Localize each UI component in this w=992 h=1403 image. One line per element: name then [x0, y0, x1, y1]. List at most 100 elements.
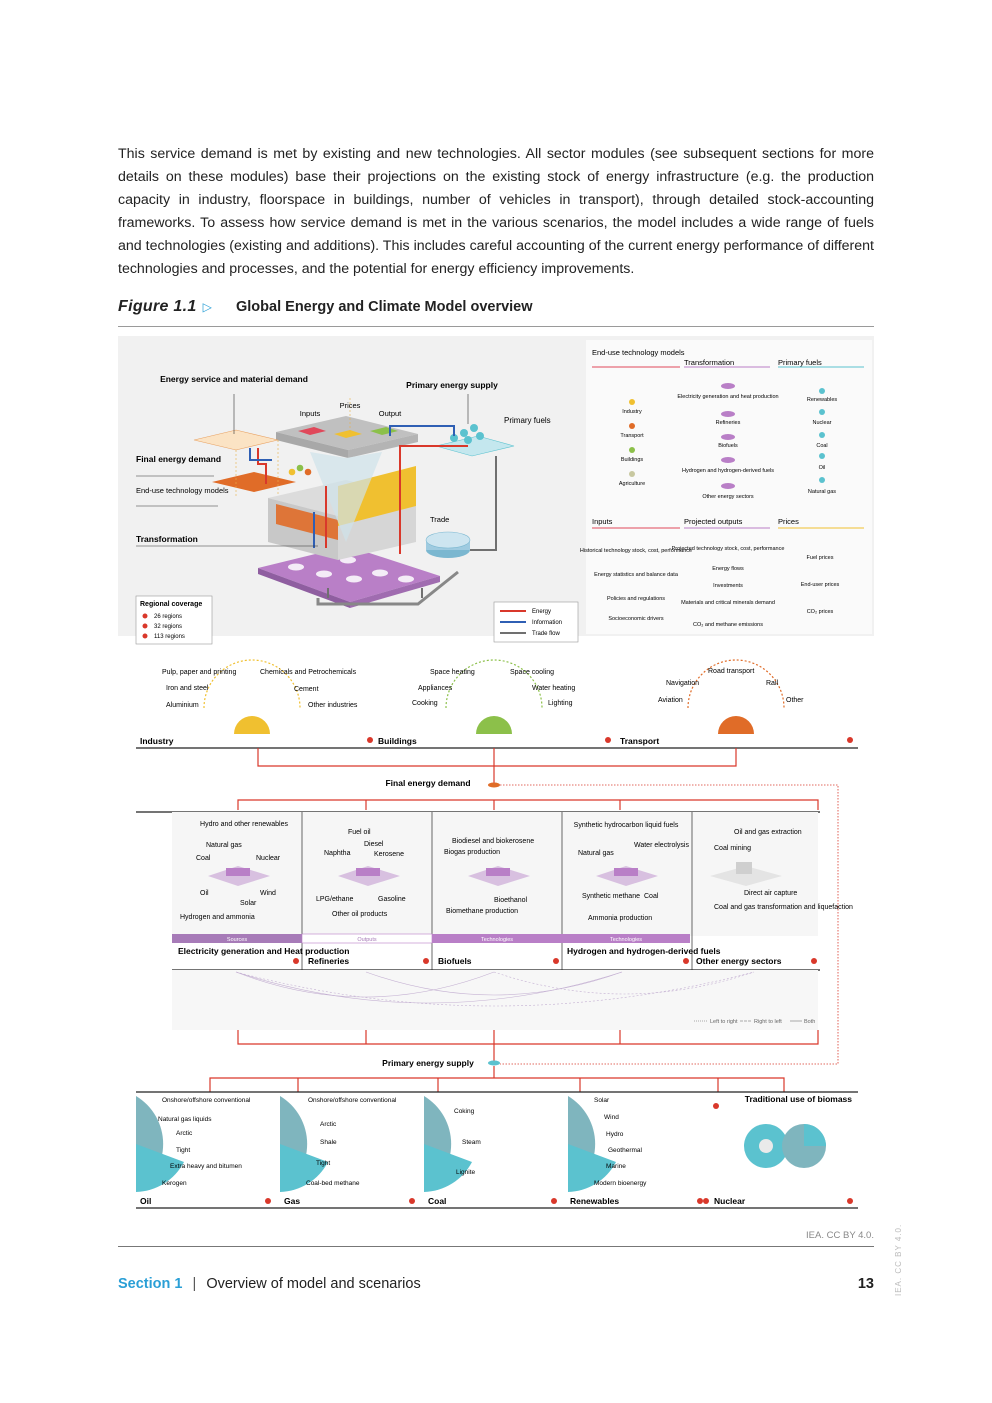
- svg-text:Electricity generation and Hea: Electricity generation and Heat producti…: [178, 946, 349, 956]
- svg-text:Natural gas: Natural gas: [206, 842, 242, 849]
- svg-text:Technologies: Technologies: [481, 937, 513, 943]
- primary-nuclear: Nuclear: [703, 1196, 853, 1206]
- svg-text:Traditional use of biomass: Traditional use of biomass: [745, 1094, 852, 1104]
- svg-text:Nuclear: Nuclear: [256, 855, 281, 862]
- svg-text:Water heating: Water heating: [532, 685, 575, 692]
- transformation-platform: [258, 546, 440, 602]
- flow-direction-legend: Left to right Right to left Both: [694, 1019, 815, 1025]
- svg-text:Lignite: Lignite: [456, 1169, 476, 1176]
- figure-top-rule: [118, 326, 874, 327]
- legend-prices: Prices Fuel prices End-user prices CO₂ p…: [778, 517, 864, 615]
- model-overview-diagram: Energy service and material demand Prima…: [118, 336, 874, 1209]
- footer-section: Section 1: [118, 1276, 183, 1292]
- figure-title: Figure 1.1 ▷ Global Energy and Climate M…: [118, 298, 874, 322]
- output-label: Output: [379, 409, 402, 418]
- svg-text:Rail: Rail: [766, 680, 779, 687]
- trade-cylinder: [425, 531, 471, 549]
- prices-label: Prices: [340, 401, 361, 410]
- svg-text:Coal and gas transformation an: Coal and gas transformation and liquefac…: [714, 904, 853, 911]
- svg-text:Oil: Oil: [140, 1196, 151, 1206]
- legend-end-use: End-use technology models Industry Trans…: [592, 348, 685, 487]
- legend-inputs: Inputs Historical technology stock, cost…: [580, 517, 692, 622]
- svg-text:Other oil products: Other oil products: [332, 911, 388, 918]
- module-electricity: Hydro and other renewables Natural gas C…: [178, 821, 349, 964]
- svg-text:Wind: Wind: [260, 890, 276, 897]
- svg-text:LPG/ethane: LPG/ethane: [316, 896, 353, 903]
- svg-text:Information: Information: [532, 620, 562, 626]
- price-funnel: [310, 452, 382, 542]
- svg-text:Water electrolysis: Water electrolysis: [634, 842, 689, 849]
- module-other-energy: Oil and gas extraction Coal mining Direc…: [696, 829, 853, 966]
- primary-oil: Onshore/offshore conventional Natural ga…: [136, 1096, 271, 1206]
- svg-text:Biofuels: Biofuels: [718, 443, 738, 449]
- svg-text:Socioeconomic drivers: Socioeconomic drivers: [608, 616, 664, 622]
- primary-biomass: Traditional use of biomass: [713, 1094, 852, 1168]
- svg-text:Gasoline: Gasoline: [378, 896, 406, 903]
- svg-text:Geothermal: Geothermal: [608, 1147, 643, 1154]
- svg-text:Agriculture: Agriculture: [619, 481, 645, 487]
- svg-text:Hydrogen and hydrogen-derived: Hydrogen and hydrogen-derived fuels: [567, 946, 721, 956]
- primary-supply-label: Primary energy supply: [406, 380, 498, 390]
- end-use-layer: [276, 504, 338, 540]
- inputs-label: Inputs: [300, 409, 321, 418]
- svg-text:Biofuels: Biofuels: [438, 956, 472, 966]
- svg-text:Hydrogen and hydrogen-derived: Hydrogen and hydrogen-derived fuels: [682, 468, 774, 474]
- svg-text:Industry: Industry: [140, 736, 174, 746]
- sector-industry: Pulp, paper and printing Chemicals and P…: [140, 659, 373, 746]
- svg-text:Synthetic methane: Synthetic methane: [582, 893, 640, 900]
- primary-fuels-label: Primary fuels: [504, 416, 551, 425]
- svg-text:Renewables: Renewables: [570, 1196, 619, 1206]
- svg-text:Kerosene: Kerosene: [374, 851, 404, 858]
- page-number: 13: [857, 1276, 874, 1292]
- svg-text:Tight: Tight: [316, 1160, 330, 1167]
- svg-text:Other energy sectors: Other energy sectors: [702, 494, 754, 500]
- svg-text:Solar: Solar: [594, 1097, 610, 1104]
- svg-text:Other energy sectors: Other energy sectors: [696, 956, 782, 966]
- svg-text:Onshore/offshore conventional: Onshore/offshore conventional: [308, 1097, 397, 1104]
- final-energy-demand-label: Final energy demand: [385, 778, 470, 788]
- svg-text:Space cooling: Space cooling: [510, 669, 554, 676]
- page-footer: Section 1 | Overview of model and scenar…: [118, 1276, 874, 1292]
- svg-text:Energy statistics and balance: Energy statistics and balance data: [594, 572, 679, 578]
- svg-text:Projected outputs: Projected outputs: [684, 517, 743, 526]
- svg-text:Coal: Coal: [196, 855, 211, 862]
- legend-projected-outputs: Projected outputs Projected technology s…: [672, 517, 785, 628]
- svg-text:Refineries: Refineries: [308, 956, 349, 966]
- svg-text:Pulp, paper and printing: Pulp, paper and printing: [162, 669, 236, 676]
- svg-text:Fuel prices: Fuel prices: [807, 555, 834, 561]
- end-use-label: End-use technology models: [136, 486, 229, 495]
- figure-caption: Global Energy and Climate Model overview: [236, 299, 533, 315]
- svg-text:Regional coverage: Regional coverage: [140, 601, 202, 608]
- svg-text:Tight: Tight: [176, 1147, 190, 1154]
- svg-text:Shale: Shale: [320, 1139, 337, 1146]
- svg-text:Transport: Transport: [620, 736, 659, 746]
- svg-text:Left to right: Left to right: [710, 1019, 738, 1025]
- figure-number: Figure 1.1: [118, 298, 197, 315]
- svg-text:Trade flow: Trade flow: [532, 631, 560, 637]
- svg-text:Arctic: Arctic: [320, 1121, 337, 1128]
- svg-text:Hydrogen and ammonia: Hydrogen and ammonia: [180, 914, 255, 921]
- svg-text:CO₂ and methane emissions: CO₂ and methane emissions: [693, 622, 763, 628]
- figure-credit: IEA. CC BY 4.0.: [806, 1230, 874, 1241]
- svg-text:Solar: Solar: [240, 900, 257, 907]
- svg-text:Buildings: Buildings: [621, 457, 644, 463]
- side-license-text: IEA. CC BY 4.0.: [894, 1223, 903, 1296]
- trade-label: Trade: [430, 515, 449, 524]
- svg-text:Chemicals and Petrochemicals: Chemicals and Petrochemicals: [260, 669, 357, 676]
- svg-text:End-user prices: End-user prices: [801, 582, 840, 588]
- svg-text:Coal-bed methane: Coal-bed methane: [306, 1180, 360, 1187]
- svg-text:Sources: Sources: [227, 937, 247, 943]
- svg-text:Gas: Gas: [284, 1196, 300, 1206]
- svg-text:Coal: Coal: [428, 1196, 446, 1206]
- svg-text:Aviation: Aviation: [658, 697, 683, 704]
- svg-text:Buildings: Buildings: [378, 736, 417, 746]
- svg-text:Space heating: Space heating: [430, 669, 475, 676]
- svg-text:Kerogen: Kerogen: [162, 1180, 187, 1187]
- svg-text:Ammonia production: Ammonia production: [588, 915, 652, 922]
- svg-text:Renewables: Renewables: [807, 397, 838, 403]
- sector-transport: Road transport Navigation Rail Aviation …: [620, 659, 853, 746]
- body-paragraph: This service demand is met by existing a…: [118, 146, 874, 277]
- figure-arrow-icon: ▷: [202, 300, 212, 314]
- svg-text:End-use technology models: End-use technology models: [592, 348, 685, 357]
- footer-rule: [118, 1246, 874, 1247]
